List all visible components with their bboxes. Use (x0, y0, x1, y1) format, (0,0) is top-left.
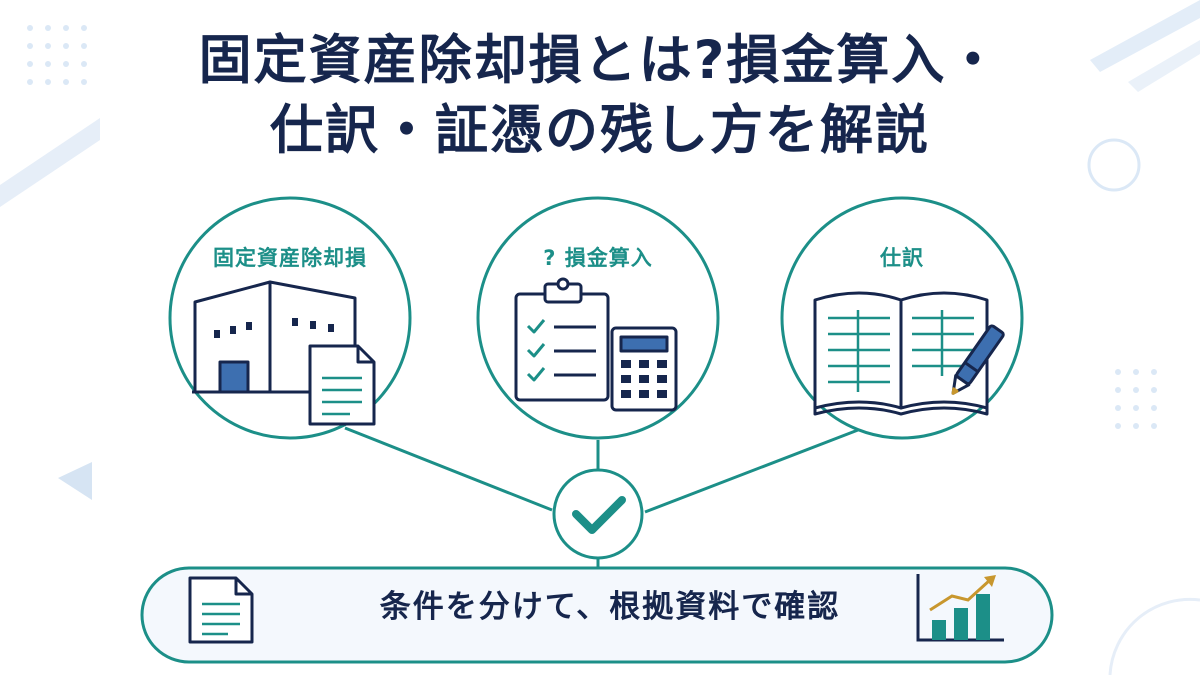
connector-right (644, 428, 859, 514)
stripe-left (0, 118, 100, 207)
document-icon-node (308, 344, 376, 426)
arc-decoration-bottom-right (1108, 597, 1200, 675)
summary-text: 条件を分けて、根拠資料で確認 (379, 589, 841, 625)
clipboard-calculator-icon (514, 277, 678, 412)
node-label-deduction: ? 損金算入 (543, 246, 653, 270)
dot-grid-right (1115, 369, 1157, 429)
circle-decoration-right (1087, 138, 1141, 192)
summary-pill (140, 566, 1054, 664)
stripe-top-right-1 (1090, 0, 1200, 72)
page-title: 固定資産除却損とは?損金算入・ 仕訳・証憑の残し方を解説 (0, 26, 1200, 166)
ledger-pen-icon (813, 291, 1005, 416)
node-label-fixed-asset: 固定資産除却損 (213, 246, 367, 270)
check-circle (552, 468, 644, 560)
stripe-top-right-2 (1128, 40, 1200, 92)
title-line-1: 固定資産除却損とは?損金算入・ (198, 30, 1002, 91)
connector-lines (344, 426, 859, 568)
node-label-journal: 仕訳 (880, 246, 924, 270)
triangle-decoration-left (58, 462, 92, 500)
growth-chart-icon (916, 574, 1004, 642)
dot-grid-top-left (27, 25, 87, 85)
check-icon (572, 496, 626, 534)
connector-left (344, 426, 553, 512)
document-icon (188, 576, 254, 644)
title-line-2: 仕訳・証憑の残し方を解説 (270, 100, 930, 161)
